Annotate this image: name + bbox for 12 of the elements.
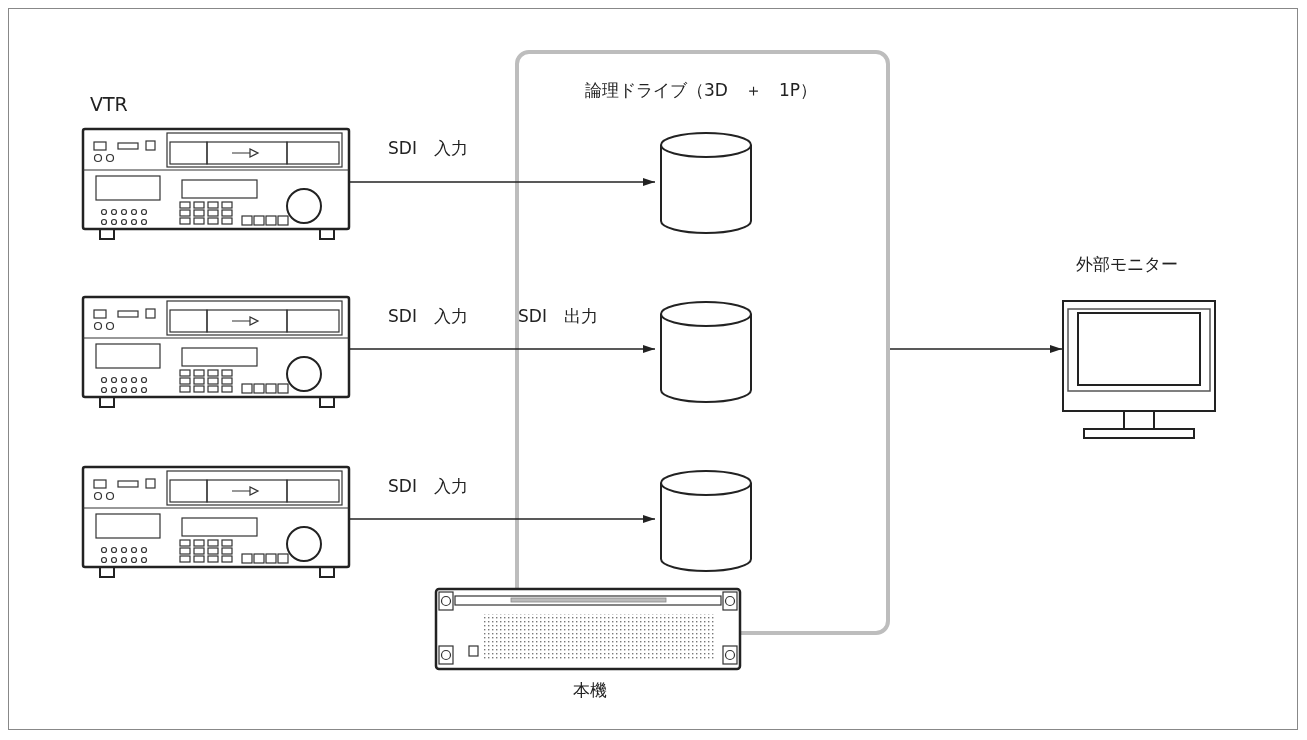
arrow: [349, 515, 656, 523]
note-label: SDI 出力: [518, 306, 598, 326]
arrow: [889, 345, 1063, 353]
group-title: 論理ドライブ（3D ＋ 1P）: [585, 80, 817, 100]
arrow: [349, 345, 656, 353]
arrow: [349, 178, 656, 186]
device-label: 本機: [573, 680, 607, 700]
device-label: 外部モニター: [1076, 254, 1178, 274]
edge-label: SDI 入力: [388, 138, 468, 158]
edge-label: SDI 入力: [388, 306, 468, 326]
edge-label: SDI 入力: [388, 476, 468, 496]
device-label: VTR: [90, 94, 128, 114]
